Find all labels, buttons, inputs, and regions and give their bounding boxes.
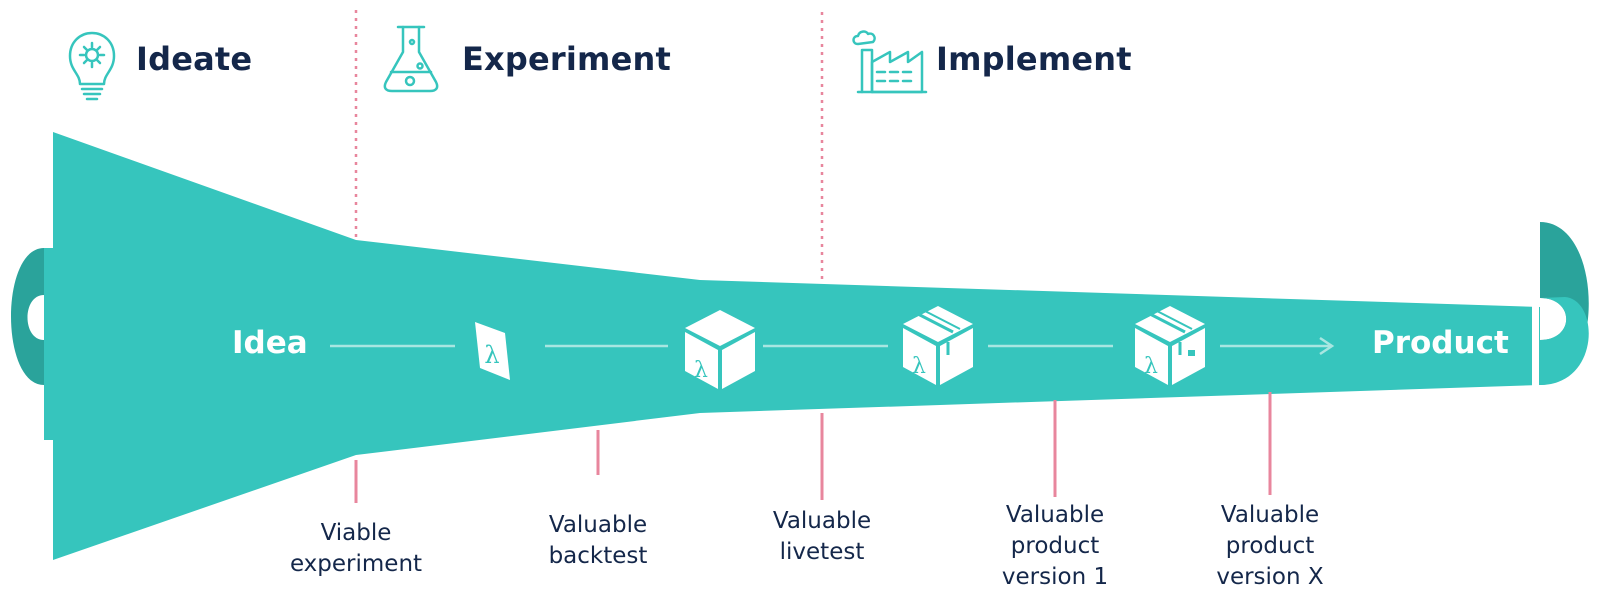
milestone-label: Viable experiment [289, 520, 423, 577]
lambda-glyph: λ [484, 341, 499, 369]
milestone-label: Valuable product version X [1216, 502, 1324, 590]
lambda-glyph: λ [694, 358, 708, 383]
flow-end-label: Product [1372, 325, 1509, 361]
lambda-glyph: λ [912, 354, 926, 379]
lambda-box-labeled-icon: λ [1135, 306, 1205, 385]
milestone-label: Valuable backtest [548, 512, 648, 569]
flow-start-label: Idea [232, 325, 308, 361]
lightbulb-gear-icon [68, 31, 116, 101]
lambda-box-taped-icon: λ [903, 306, 973, 385]
phase-title-experiment: Experiment [462, 40, 671, 78]
lambda-box-icon: λ [685, 310, 755, 389]
lambda-card-icon: λ [475, 322, 510, 380]
milestone-label: Valuable product version 1 [1001, 502, 1109, 590]
phase-title-ideate: Ideate [136, 40, 253, 78]
funnel-outlet-gap [1532, 300, 1539, 390]
funnel-outlet-loop-face [1540, 297, 1589, 385]
flow-arrow-head [1319, 336, 1335, 356]
phase-title-implement: Implement [936, 40, 1132, 78]
flask-icon [383, 25, 439, 93]
funnel-inlet-loop [11, 248, 44, 385]
milestone-label: Valuable livetest [772, 508, 872, 565]
factory-icon [852, 30, 928, 94]
lambda-glyph: λ [1144, 354, 1158, 379]
